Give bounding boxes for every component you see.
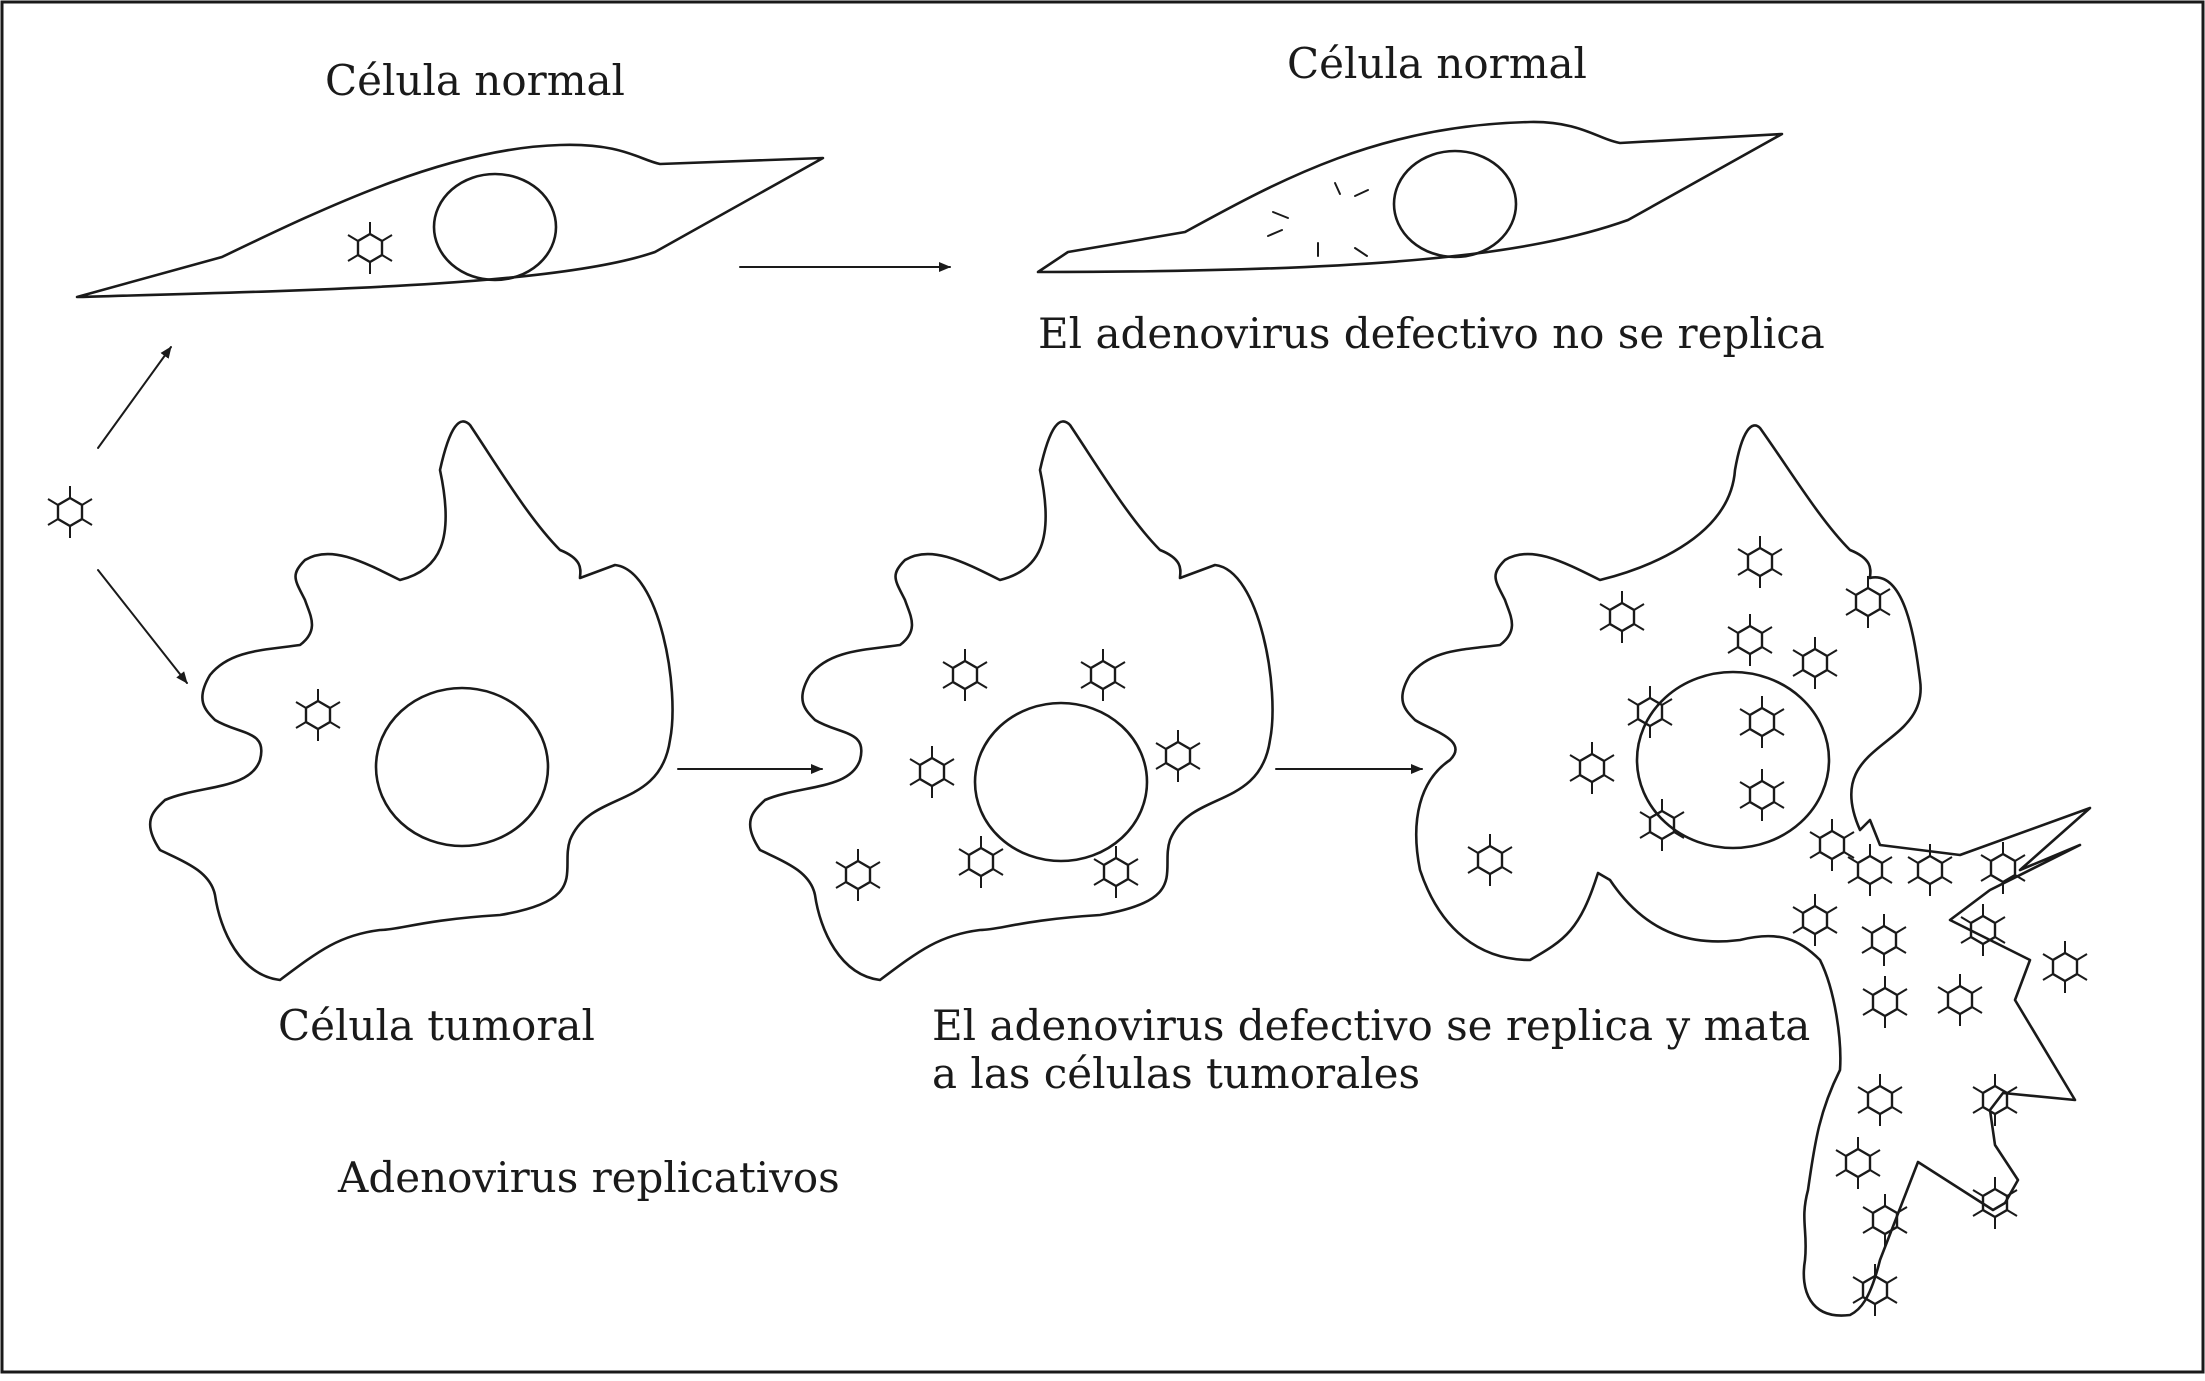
adenovirus-icon [1726, 612, 1774, 668]
normal-cell-right [1036, 120, 1784, 274]
adenovirus-icon [834, 847, 882, 903]
arrow-to-tumor-cell [97, 569, 188, 684]
adenovirus-icon [1971, 1072, 2019, 1128]
adenovirus-icon [908, 744, 956, 800]
adenovirus-icon [1154, 728, 1202, 784]
label-replication-line2: a las células tumorales [932, 1049, 1420, 1098]
adenovirus-icon [1808, 817, 1856, 873]
caption: Adenovirus replicativos [337, 1153, 840, 1202]
adenovirus-icon [1861, 974, 1909, 1030]
nucleus-tumor-replicating [973, 701, 1149, 863]
adenovirus-icon [1834, 1135, 1882, 1191]
adenovirus-icon [1791, 635, 1839, 691]
label-normal-cell-right: Célula normal [1287, 39, 1587, 88]
tumor-cell-lysing [1401, 424, 2092, 1317]
adenovirus-icon [1092, 844, 1140, 900]
released-viruses-group [1466, 534, 2089, 1318]
adenovirus-icon [1466, 832, 1514, 888]
adenovirus-icon [1979, 840, 2027, 896]
adenovirus-icon [1906, 842, 1954, 898]
label-tumor-cell: Célula tumoral [278, 1001, 595, 1050]
adenovirus-icon [1791, 892, 1839, 948]
nucleus-tumor-lysing [1635, 670, 1831, 850]
adenovirus-icon [1638, 797, 1686, 853]
label-no-replication: El adenovirus defectivo no se replica [1038, 309, 1825, 358]
adenovirus-icon [957, 834, 1005, 890]
nucleus-normal-right [1392, 149, 1518, 259]
adenovirus-icon [1861, 1192, 1909, 1248]
adenovirus-icon [1079, 647, 1127, 703]
normal-cell-left [75, 143, 825, 299]
adenovirus-icon [2041, 939, 2089, 995]
adenovirus-icon [941, 647, 989, 703]
adenovirus-icon [1846, 842, 1894, 898]
adenovirus-icon [1738, 694, 1786, 750]
adenovirus-icon [1936, 972, 1984, 1028]
tumor-cell-initial [148, 420, 674, 982]
tumor-cell-replicating [748, 420, 1274, 982]
label-normal-cell-left: Célula normal [325, 56, 625, 105]
adenovirus-icon [1856, 1072, 1904, 1128]
arrow-to-normal-cell [97, 346, 172, 449]
label-replication-line1: El adenovirus defectivo se replica y mat… [932, 1001, 1810, 1050]
adenovirus-icon [1738, 767, 1786, 823]
nucleus-tumor-initial [374, 686, 550, 848]
adenovirus-icon [46, 484, 94, 540]
adenovirus-icon [1844, 574, 1892, 630]
adenovirus-icon [1971, 1175, 2019, 1231]
adenovirus-icon [1598, 589, 1646, 645]
degraded-virus-fragments [1267, 182, 1369, 257]
adenovirus-icon [1626, 684, 1674, 740]
adenovirus-icon [1860, 912, 1908, 968]
nucleus-normal-left [432, 172, 558, 282]
adenovirus-icon [346, 220, 394, 276]
adenovirus-icon [1736, 534, 1784, 590]
adenovirus-icon [294, 687, 342, 743]
adenovirus-icon [1568, 740, 1616, 796]
